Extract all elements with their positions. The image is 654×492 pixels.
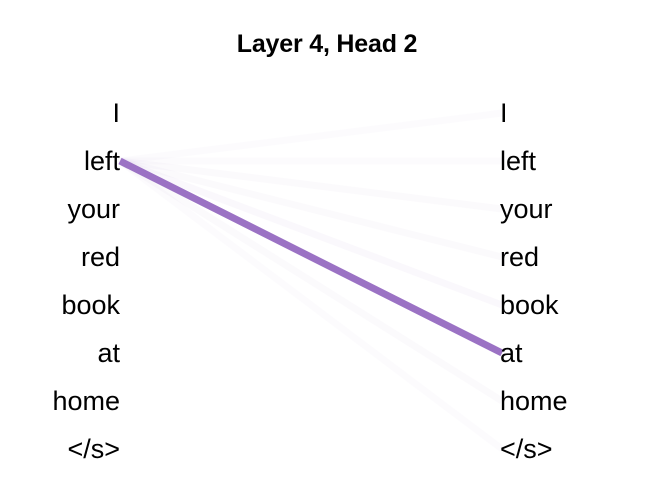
attention-edge-left-to-your [120, 161, 502, 209]
target-token-4[interactable]: book [500, 290, 559, 320]
target-token-7[interactable]: </s> [500, 434, 553, 464]
attention-edge-left-to-book [118, 157, 504, 309]
attention-edge-left-to-red [120, 161, 502, 257]
page-title: Layer 4, Head 2 [236, 30, 418, 58]
source-token-1[interactable]: left [83, 146, 120, 176]
target-token-3[interactable]: red [500, 242, 540, 272]
target-token-1[interactable]: left [500, 146, 537, 176]
target-token-0[interactable]: I [500, 98, 508, 128]
target-token-2[interactable]: your [500, 194, 553, 224]
source-token-6[interactable]: home [52, 386, 120, 416]
source-token-0[interactable]: I [112, 98, 120, 128]
attention-edge-left-to-at [118, 157, 504, 357]
source-token-2[interactable]: your [67, 194, 120, 224]
source-token-4[interactable]: book [61, 290, 120, 320]
attention-edge-left-to-home [120, 161, 502, 401]
source-token-7[interactable]: </s> [67, 434, 120, 464]
target-token-5[interactable]: at [500, 338, 523, 368]
source-token-3[interactable]: red [80, 242, 120, 272]
attention-edge-left-to-</s> [120, 161, 502, 449]
target-token-6[interactable]: home [500, 386, 568, 416]
attention-edge-left-to-I [120, 113, 502, 161]
source-token-5[interactable]: at [97, 338, 120, 368]
